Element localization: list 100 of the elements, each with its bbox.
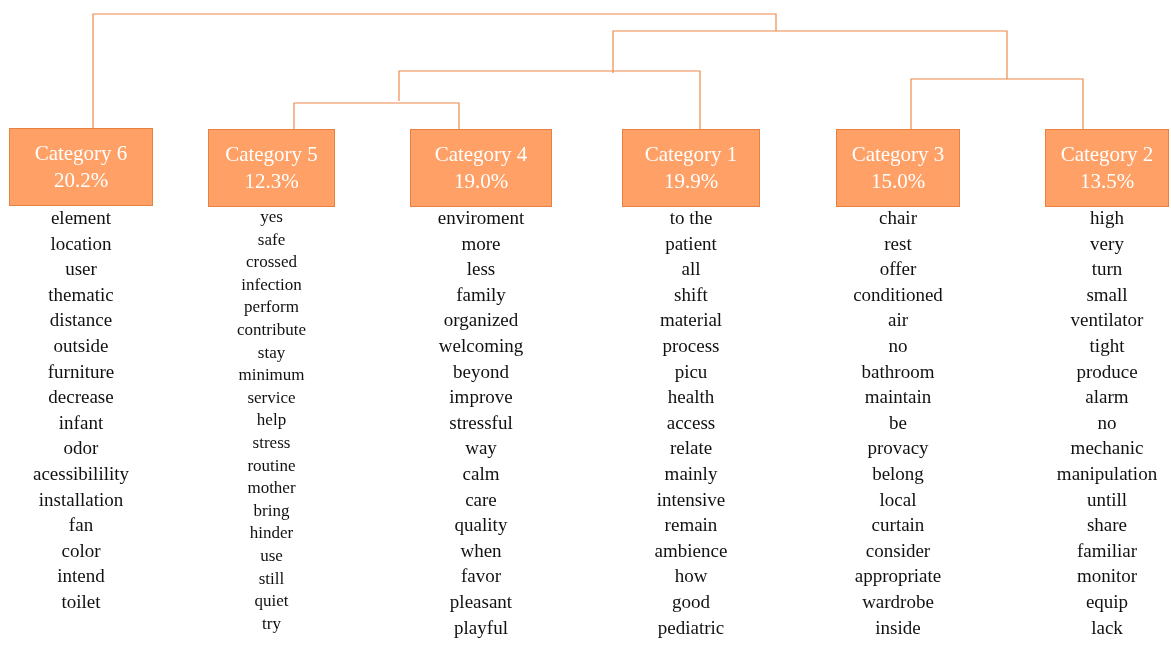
word-label: safe: [257, 229, 286, 250]
word-label: quality: [454, 514, 508, 537]
category-box: [622, 129, 760, 207]
dendrogram-branch: [293, 102, 460, 130]
word-label: family: [456, 283, 506, 306]
word-label: furniture: [47, 360, 115, 383]
word-label: use: [260, 546, 283, 566]
word-label: playful: [454, 616, 508, 639]
word-label: hinder: [249, 523, 294, 544]
word-label: perform: [244, 297, 299, 318]
percentage-label: 15.0%: [870, 168, 926, 195]
word-label: decrease: [48, 386, 114, 409]
word-label: minimum: [238, 365, 305, 386]
word-label: inside: [875, 616, 921, 639]
word-label: installation: [38, 488, 124, 511]
word-label: color: [61, 539, 101, 562]
word-label: produce: [1076, 360, 1138, 383]
word-label: improve: [449, 386, 513, 409]
word-label: odor: [63, 437, 99, 460]
word-label: fan: [68, 514, 94, 537]
word-label: tight: [1089, 335, 1125, 357]
category-title: Category 4: [434, 141, 528, 168]
category-box: [410, 129, 552, 207]
word-label: location: [50, 232, 112, 255]
word-label: element: [50, 207, 112, 229]
word-label: distance: [49, 309, 113, 332]
word-label: acessibilility: [33, 463, 129, 485]
word-label: relate: [669, 437, 713, 460]
word-label: maintain: [864, 386, 932, 409]
word-label: conditioned: [853, 283, 943, 306]
word-label: how: [674, 565, 708, 588]
dendrogram-branch: [398, 70, 701, 130]
word-label: lack: [1091, 616, 1123, 639]
word-label: favor: [460, 565, 502, 588]
word-label: chair: [879, 207, 917, 229]
word-label: good: [672, 591, 710, 613]
word-label: share: [1086, 514, 1128, 537]
word-label: consider: [865, 539, 931, 562]
word-label: stressful: [449, 411, 513, 434]
word-label: belong: [872, 463, 924, 485]
word-label: mainly: [664, 463, 718, 485]
word-label: less: [466, 258, 496, 281]
word-label: routine: [247, 455, 296, 476]
percentage-label: 20.2%: [53, 167, 109, 194]
word-label: alarm: [1085, 386, 1129, 409]
word-label: no: [1097, 411, 1117, 434]
word-label: care: [465, 488, 497, 511]
word-label: calm: [462, 463, 500, 485]
word-label: manipulation: [1056, 463, 1158, 485]
word-label: shift: [674, 283, 708, 306]
word-label: crossed: [246, 252, 297, 273]
word-label: very: [1090, 232, 1124, 255]
word-label: be: [889, 411, 907, 434]
word-label: thematic: [48, 283, 114, 306]
word-label: to the: [669, 207, 713, 229]
word-label: high: [1090, 207, 1124, 229]
word-label: service: [247, 387, 296, 408]
word-label: pediatric: [657, 616, 725, 639]
word-label: infection: [241, 274, 302, 295]
word-label: yes: [260, 207, 283, 227]
word-label: ventilator: [1070, 309, 1144, 332]
word-label: untill: [1086, 488, 1128, 511]
word-label: ambience: [654, 539, 728, 562]
category-title: Category 6: [34, 140, 128, 167]
word-label: air: [888, 309, 908, 332]
percentage-label: 12.3%: [244, 168, 299, 195]
word-label: pleasant: [449, 591, 513, 613]
category-title: Category 1: [644, 141, 738, 168]
dendrogram-branch: [92, 13, 777, 129]
percentage-label: 19.0%: [453, 168, 509, 195]
word-label: outside: [53, 335, 109, 357]
word-label: rest: [884, 232, 912, 255]
category-box: [9, 128, 153, 206]
word-label: beyond: [453, 360, 509, 383]
word-label: way: [465, 437, 497, 460]
word-label: patient: [665, 232, 717, 255]
word-label: material: [659, 309, 723, 332]
word-label: process: [662, 335, 720, 357]
word-label: mother: [247, 478, 296, 499]
word-label: bathroom: [861, 360, 935, 383]
word-label: help: [256, 410, 287, 431]
word-label: offer: [879, 258, 917, 281]
word-label: turn: [1091, 258, 1123, 281]
category-box: [208, 129, 335, 207]
word-label: user: [65, 258, 97, 281]
word-label: provacy: [867, 437, 929, 460]
word-label: contribute: [237, 320, 306, 340]
word-label: more: [461, 232, 501, 255]
category-box: [836, 129, 960, 207]
word-label: equip: [1085, 591, 1129, 613]
word-label: bring: [253, 500, 290, 521]
word-label: picu: [674, 360, 708, 383]
word-label: access: [666, 411, 716, 434]
category-title: Category 3: [851, 141, 945, 168]
word-label: intensive: [656, 488, 726, 511]
word-label: try: [262, 613, 281, 634]
word-label: stress: [252, 433, 291, 453]
word-label: still: [258, 568, 285, 589]
word-label: local: [879, 488, 917, 511]
word-label: enviroment: [437, 207, 525, 229]
